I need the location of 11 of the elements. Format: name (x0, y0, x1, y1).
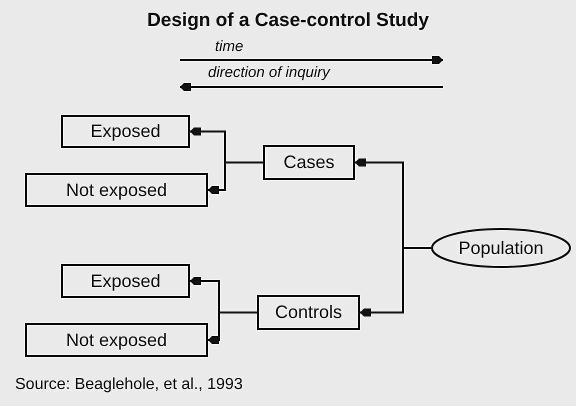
population-ellipse: Population (431, 228, 571, 268)
source-note: Source: Beaglehole, et al., 1993 (15, 376, 243, 394)
group-box: Not exposed (25, 173, 208, 207)
arrow-label: time (215, 38, 244, 55)
group-box: Exposed (61, 264, 190, 298)
group-box: Controls (257, 295, 360, 330)
group-box: Not exposed (25, 323, 208, 357)
group-box: Cases (263, 145, 355, 180)
group-box: Exposed (61, 115, 190, 148)
diagram-title: Design of a Case-control Study (146, 10, 430, 32)
arrow-label: direction of inquiry (208, 64, 330, 81)
